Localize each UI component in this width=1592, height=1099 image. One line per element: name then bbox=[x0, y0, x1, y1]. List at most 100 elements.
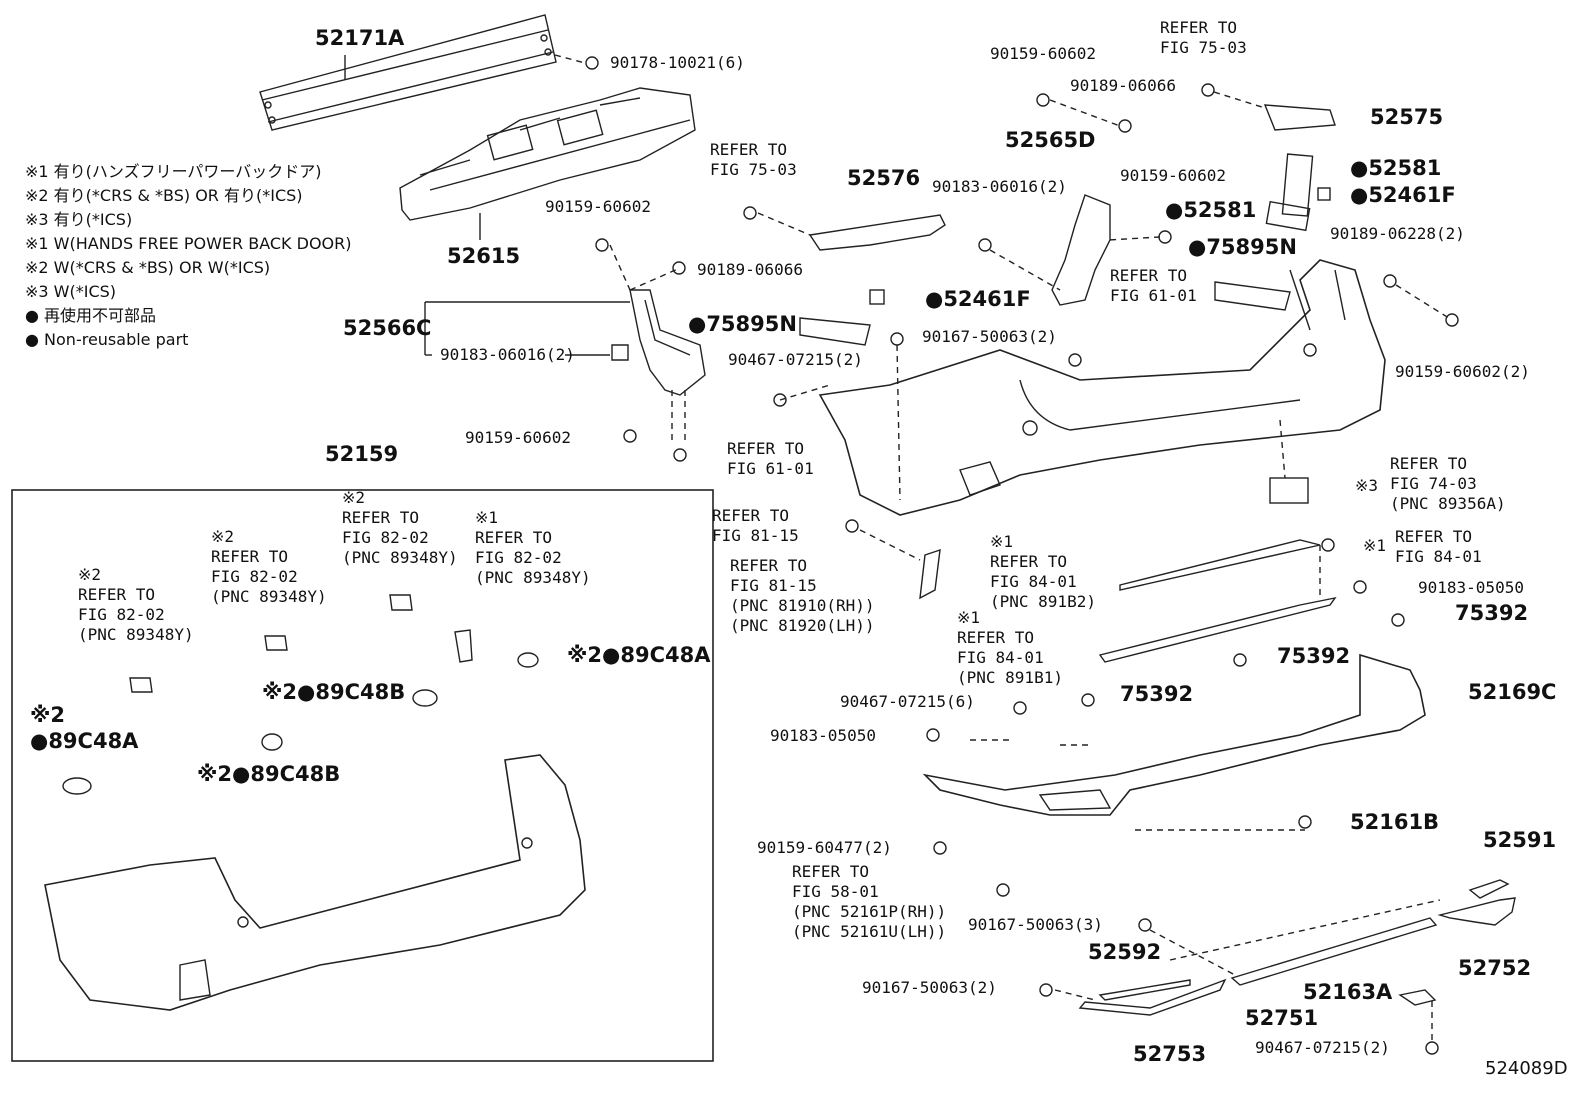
label-refer-8115-b: REFER TO FIG 81-15 (PNC 81910(RH)) (PNC … bbox=[730, 556, 875, 635]
note-8: ● Non-reusable part bbox=[25, 330, 189, 349]
label-52592: 52592 bbox=[1088, 940, 1162, 964]
wire-891b2 bbox=[1119, 539, 1321, 591]
label-90183-b: 90183-06016(2) bbox=[932, 177, 1067, 196]
label-refer-7503-b: REFER TO FIG 75-03 bbox=[1160, 18, 1247, 57]
label-refer-8401-c: ※1 REFER TO FIG 84-01 (PNC 891B1) bbox=[957, 608, 1063, 687]
label-refer-8202-b: ※2 REFER TO FIG 82-02 (PNC 89348Y) bbox=[211, 527, 327, 606]
label-52163a: 52163A bbox=[1303, 980, 1393, 1004]
label-75392-c: 75392 bbox=[1120, 682, 1194, 706]
label-90467-c: 90467-07215(2) bbox=[1255, 1038, 1390, 1057]
notes-block: ※1 有り(ハンズフリーパワーバックドア) ※2 有り(*CRS & *BS) … bbox=[25, 160, 352, 352]
label-52581-a: ●52581 bbox=[1165, 198, 1257, 222]
label-52169c: 52169C bbox=[1468, 680, 1557, 704]
garnish-52753 bbox=[1078, 978, 1227, 1016]
label-52753: 52753 bbox=[1133, 1042, 1207, 1066]
label-90189-a: 90189-06066 bbox=[697, 260, 803, 279]
label-refer-6101-a: REFER TO FIG 61-01 bbox=[727, 439, 814, 478]
note-4: ※1 W(HANDS FREE POWER BACK DOOR) bbox=[25, 234, 352, 253]
label-75392-b: 75392 bbox=[1277, 644, 1351, 668]
label-89c48a-b: ※2 ●89C48A bbox=[30, 703, 139, 753]
label-52159: 52159 bbox=[325, 442, 399, 466]
label-refer-5801: REFER TO FIG 58-01 (PNC 52161P(RH)) (PNC… bbox=[792, 862, 947, 941]
label-mark-1b: ※1 bbox=[1363, 536, 1387, 555]
clip-52163a bbox=[1398, 989, 1437, 1006]
label-90467-a: 90467-07215(2) bbox=[728, 350, 863, 369]
wire-891b1 bbox=[1098, 596, 1337, 663]
bracket-52576 bbox=[808, 214, 946, 251]
lower-cover-52169c bbox=[922, 653, 1426, 816]
label-52581-b: ●52581 bbox=[1350, 156, 1442, 180]
label-90189-b: 90189-06066 bbox=[1070, 76, 1176, 95]
inset-bumper-cover bbox=[44, 754, 586, 1011]
label-89c48b-a: ※2●89C48B bbox=[262, 680, 406, 704]
reflector-75895n-l bbox=[799, 317, 871, 346]
label-refer-6101-b: REFER TO FIG 61-01 bbox=[1110, 266, 1197, 305]
note-3: ※3 有り(*ICS) bbox=[25, 210, 133, 229]
label-75392-a: 75392 bbox=[1455, 601, 1529, 625]
label-89c48a-a: ※2●89C48A bbox=[567, 643, 711, 667]
retainer-52565d bbox=[1051, 194, 1111, 306]
fasteners bbox=[585, 56, 1459, 1055]
label-90159-f: 90159-60477(2) bbox=[757, 838, 892, 857]
label-90159-e: 90159-60602(2) bbox=[1395, 362, 1530, 381]
note-7: ● 再使用不可部品 bbox=[25, 306, 157, 325]
label-refer-8401-b: REFER TO FIG 84-01 bbox=[1395, 527, 1482, 566]
bumper-reinforcement-52171a bbox=[259, 14, 557, 131]
diagram-code: 524089D bbox=[1485, 1058, 1568, 1079]
block-52581a bbox=[1281, 153, 1314, 217]
label-mark-3: ※3 bbox=[1355, 476, 1379, 495]
label-75895n-b: ●75895N bbox=[1188, 235, 1297, 259]
garnish-52591 bbox=[1468, 879, 1510, 899]
note-1: ※1 有り(ハンズフリーパワーバックドア) bbox=[25, 162, 322, 181]
label-90167-b: 90167-50063(3) bbox=[968, 915, 1103, 934]
block-52461f-b bbox=[869, 289, 885, 305]
garnish-52592 bbox=[1098, 979, 1191, 1001]
label-52615: 52615 bbox=[447, 244, 521, 268]
label-90159-b: 90159-60602 bbox=[465, 428, 571, 447]
label-refer-8115-a: REFER TO FIG 81-15 bbox=[712, 506, 799, 545]
garnish-52752 bbox=[1437, 897, 1516, 926]
label-52565d: 52565D bbox=[1005, 128, 1096, 152]
harness-52575 bbox=[1263, 104, 1336, 131]
label-52461f-a: ●52461F bbox=[925, 287, 1031, 311]
label-90183-d: 90183-05050 bbox=[770, 726, 876, 745]
label-52161b: 52161B bbox=[1350, 810, 1440, 834]
inset-clips bbox=[62, 594, 539, 795]
label-refer-7403: REFER TO FIG 74-03 (PNC 89356A) bbox=[1390, 454, 1506, 513]
block-52581b bbox=[1265, 200, 1311, 232]
label-52575: 52575 bbox=[1370, 105, 1444, 129]
label-refer-8401-a: ※1 REFER TO FIG 84-01 (PNC 891B2) bbox=[990, 532, 1096, 611]
inset-frame bbox=[11, 489, 714, 1062]
retainer-52566c bbox=[424, 289, 706, 396]
note-5: ※2 W(*CRS & *BS) OR W(*ICS) bbox=[25, 258, 271, 277]
label-52461f-b: ●52461F bbox=[1350, 183, 1456, 207]
note-6: ※3 W(*ICS) bbox=[25, 282, 117, 301]
bumper-cover-upper bbox=[818, 259, 1386, 516]
label-52751: 52751 bbox=[1245, 1006, 1319, 1030]
label-90178: 90178-10021(6) bbox=[610, 53, 745, 72]
label-90189-c: 90189-06228(2) bbox=[1330, 224, 1465, 243]
label-90159-a: 90159-60602 bbox=[545, 197, 651, 216]
label-refer-8202-c: ※2 REFER TO FIG 82-02 (PNC 89348Y) bbox=[342, 488, 458, 567]
label-refer-7503-a: REFER TO FIG 75-03 bbox=[710, 140, 797, 179]
energy-absorber-52615 bbox=[399, 87, 696, 240]
label-90467-b: 90467-07215(6) bbox=[840, 692, 975, 711]
label-75895n-a: ●75895N bbox=[688, 312, 797, 336]
label-90167-a: 90167-50063(2) bbox=[922, 327, 1057, 346]
label-90159-c: 90159-60602 bbox=[990, 44, 1096, 63]
label-52591: 52591 bbox=[1483, 828, 1557, 852]
leader-lines bbox=[554, 54, 1453, 1040]
note-2: ※2 有り(*CRS & *BS) OR 有り(*ICS) bbox=[25, 186, 303, 205]
label-52752: 52752 bbox=[1458, 956, 1532, 980]
label-89c48b-b: ※2●89C48B bbox=[197, 762, 341, 786]
label-refer-8202-d: ※1 REFER TO FIG 82-02 (PNC 89348Y) bbox=[475, 508, 591, 587]
label-90159-d: 90159-60602 bbox=[1120, 166, 1226, 185]
block-52461f-a bbox=[1317, 187, 1331, 201]
label-refer-8202-a: ※2 REFER TO FIG 82-02 (PNC 89348Y) bbox=[78, 565, 194, 644]
sticker-89356a bbox=[1269, 477, 1309, 504]
label-52171a: 52171A bbox=[315, 26, 405, 50]
label-90167-c: 90167-50063(2) bbox=[862, 978, 997, 997]
reflector-75895n-r bbox=[1214, 281, 1291, 311]
label-90183-c: 90183-05050 bbox=[1418, 578, 1524, 597]
